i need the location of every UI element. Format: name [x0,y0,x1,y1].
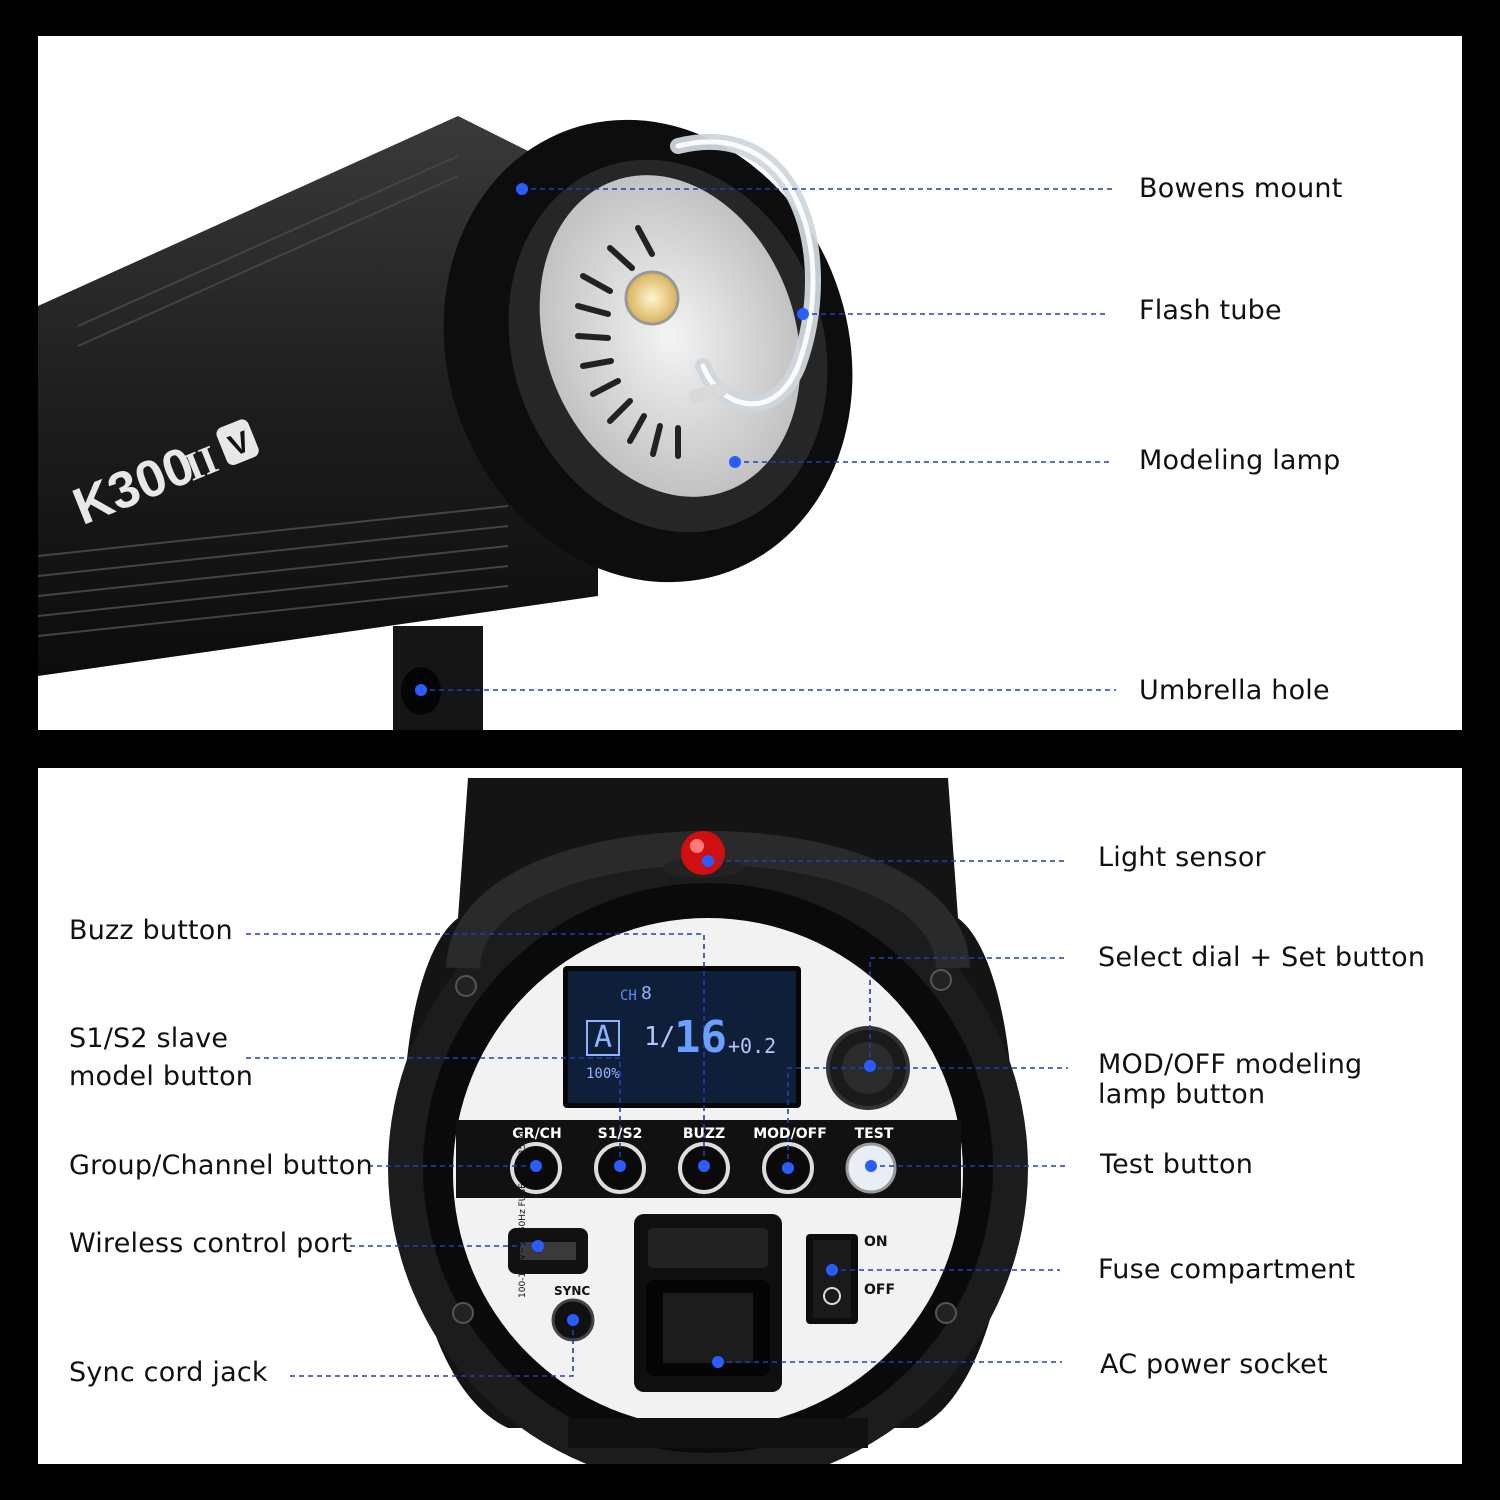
label-test: TEST [854,1126,894,1142]
strobe-side-view: K300 II V [38,116,1116,730]
top-leader-dots [415,183,809,696]
vent-slots [575,225,681,459]
callout-s1s2-button: S1/S2 slave model button [69,1023,254,1092]
label-buzz: BUZZ [682,1126,726,1142]
bottom-leader-lines [246,860,1068,1377]
sync-label: SYNC [554,1284,591,1298]
lcd-modeling-percent: 100% [586,1066,620,1082]
callout-umbrella-hole: Umbrella hole [1139,675,1330,706]
top-leader-lines [421,188,1116,691]
lcd-channel-label: CH [620,988,637,1004]
bottom-panel: CH 8 A 1/ 16 +0.2 100% GR/CH S1/S2 BUZZ … [38,768,1462,1464]
top-panel: K300 II V Bowens mount Flash tube Modeli… [38,36,1462,730]
bottom-vents [568,1418,868,1448]
body-ridges [38,155,509,637]
callout-modeling-lamp: Modeling lamp [1139,445,1341,476]
label-modoff: MOD/OFF [753,1126,827,1142]
lcd-mode: A [586,1020,621,1056]
label-s1s2: S1/S2 [597,1126,643,1142]
callout-group-channel: Group/Channel button [69,1150,373,1181]
callout-modoff-button: MOD/OFF modeling lamp button [1098,1049,1363,1110]
callout-flash-tube: Flash tube [1139,295,1282,326]
strobe-rear-view [246,778,1068,1464]
label-grch: GR/CH [512,1126,562,1142]
lcd-power-value: 16 [674,1012,727,1063]
switch-on-label: ON [864,1234,888,1250]
callout-fuse-compartment: Fuse compartment [1098,1254,1356,1285]
lcd-channel-value: 8 [641,983,652,1004]
lcd-power-fraction: 1/ [644,1022,676,1052]
switch-off-label: OFF [864,1282,896,1298]
light-sensor-dome [681,831,725,875]
bowens-plate [539,175,801,497]
lcd-power-adjust: +0.2 [728,1034,777,1058]
callout-bowens-mount: Bowens mount [1139,173,1343,204]
callout-light-sensor: Light sensor [1098,842,1266,873]
panel-screws [452,969,957,1324]
callout-test-button: Test button [1100,1149,1254,1180]
callout-sync-jack: Sync cord jack [69,1357,268,1388]
callout-select-dial: Select dial + Set button [1098,942,1426,973]
power-rating-label: 100-120V~50/60Hz FUSE:F8AL 250V [518,1131,528,1298]
bottom-leader-dots [530,855,877,1368]
callout-ac-socket: AC power socket [1100,1349,1328,1380]
callout-wireless-port: Wireless control port [69,1228,353,1259]
modeling-lamp-bulb [624,270,680,326]
callout-buzz-button: Buzz button [69,915,233,946]
